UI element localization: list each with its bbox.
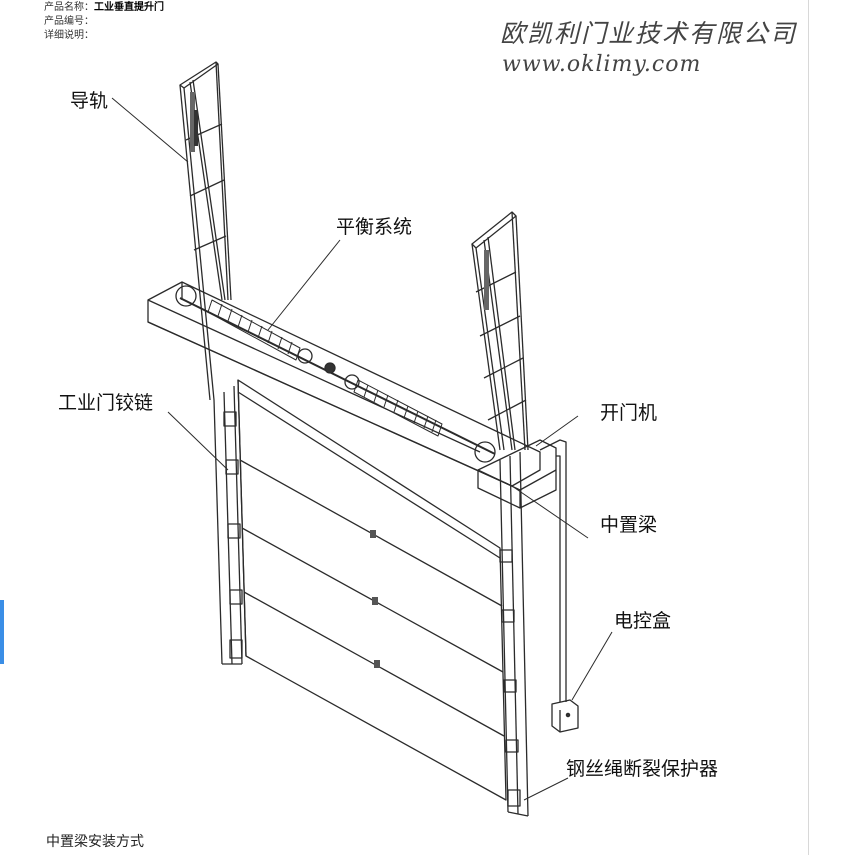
control-wire [539,439,567,702]
label-cable-protector: 钢丝绳断裂保护器 [566,758,719,780]
right-coupling [344,374,360,390]
right-post [499,451,529,817]
right-guide-rail [471,211,529,451]
figure-caption: 中置梁安装方式 [46,834,144,850]
control-wire-2 [556,455,561,702]
left-spring [207,299,301,361]
door-panel [237,379,507,801]
meta-code-label: 产品编号： [44,16,94,27]
left-guide-rail [179,61,232,401]
meta-product-code: 产品编号： [44,16,94,28]
meta-desc-label: 详细说明： [44,30,94,41]
right-drum [474,441,496,463]
meta-name-label: 产品名称： [44,2,94,13]
left-drum [175,285,197,307]
control-box [551,699,579,733]
label-opener: 开门机 [600,402,658,424]
brand-company: 欧凯利门业技术有限公司 [500,19,798,48]
meta-product-name: 产品名称：工业垂直提升门 [44,2,164,14]
right-spring [353,379,443,437]
left-post [213,385,243,665]
label-guide-rail: 导轨 [70,90,109,112]
left-coupling [297,348,313,364]
brand-url: www.oklimy.com [502,52,702,77]
leader-lines [111,97,613,801]
side-scroll-tab[interactable] [0,600,4,664]
meta-description: 详细说明： [44,30,94,42]
page-right-border [808,0,809,855]
label-hinge: 工业门铰链 [58,392,154,414]
meta-name-value: 工业垂直提升门 [94,2,164,13]
shaft [179,297,496,455]
label-middle-beam: 中置梁 [600,514,658,536]
label-control-box: 电控盒 [614,610,672,632]
label-balance-system: 平衡系统 [336,216,413,238]
center-coupling [324,362,336,374]
